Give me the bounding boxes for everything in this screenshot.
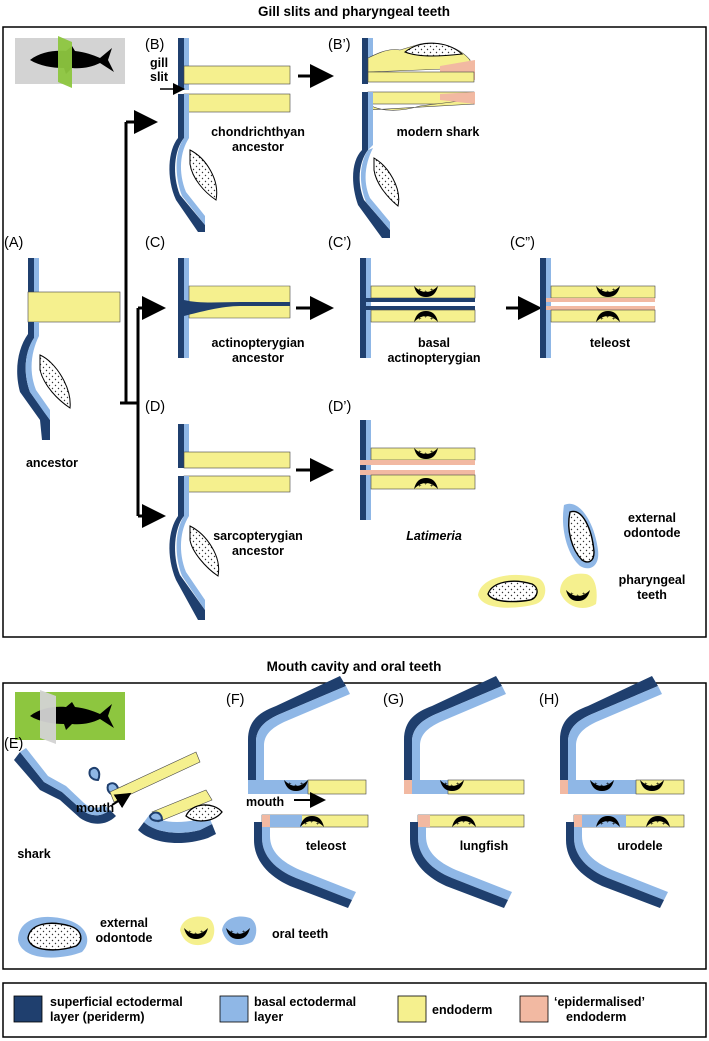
legend-label: basal ectodermal bbox=[254, 995, 356, 1009]
panel-caption: Latimeria bbox=[406, 529, 462, 543]
shark-silhouette-icon bbox=[15, 36, 125, 88]
section-frame-mouth bbox=[2, 682, 707, 970]
panel-b: (B) gill slit chondrichthyan ancestor bbox=[145, 37, 305, 232]
panel-a: (A) ancestor bbox=[4, 235, 121, 470]
panel-letter: (C) bbox=[145, 235, 165, 251]
legend-swatch-endoderm bbox=[397, 995, 427, 1023]
panel-caption: ancestor bbox=[232, 544, 284, 558]
key-label: external bbox=[628, 511, 676, 525]
panel-caption: ancestor bbox=[232, 351, 284, 365]
panel-c-double-prime: (C”) teleost bbox=[510, 235, 656, 358]
panel-d: (D) sarcopterygian ancestor bbox=[145, 399, 303, 620]
key-label: teeth bbox=[637, 588, 667, 602]
panel-caption: ancestor bbox=[26, 456, 78, 470]
panel-c-prime: (C’) basal actinopterygian bbox=[328, 235, 481, 365]
panel-c: (C) actinopterygian ancestor bbox=[145, 235, 305, 365]
legend-frame bbox=[2, 982, 707, 1038]
gill-slit-label: gill bbox=[150, 56, 168, 70]
panel-h: (H) urodele bbox=[539, 676, 685, 908]
panel-letter: (H) bbox=[539, 692, 559, 708]
panel-letter: (D) bbox=[145, 399, 165, 415]
panel-letter: (A) bbox=[4, 235, 23, 251]
key-label: pharyngeal bbox=[619, 573, 686, 587]
panel-caption: teleost bbox=[590, 336, 631, 350]
panel-caption: ancestor bbox=[232, 140, 284, 154]
panel-caption: basal bbox=[418, 336, 450, 350]
panel-caption: actinopterygian bbox=[211, 336, 304, 350]
section-title-mouth: Mouth cavity and oral teeth bbox=[267, 659, 442, 674]
mouth-label: mouth bbox=[246, 795, 284, 809]
legend-label: superficial ectodermal bbox=[50, 995, 183, 1009]
gill-slit-label: slit bbox=[150, 70, 169, 84]
key-oral-teeth: oral teeth bbox=[180, 916, 328, 946]
legend-swatch-periderm bbox=[13, 995, 43, 1023]
panel-caption: shark bbox=[17, 847, 50, 861]
key-label: oral teeth bbox=[272, 927, 328, 941]
shark-silhouette-icon bbox=[15, 690, 125, 744]
panel-letter: (E) bbox=[4, 736, 23, 752]
section-frame-gill bbox=[2, 26, 707, 638]
panel-d-prime: (D’) Latimeria bbox=[328, 399, 476, 543]
panel-caption: modern shark bbox=[397, 125, 480, 139]
panel-letter: (G) bbox=[383, 692, 404, 708]
branch-connector bbox=[120, 110, 166, 528]
key-external-odontode-2: external odontode bbox=[18, 916, 153, 958]
key-label: odontode bbox=[96, 931, 153, 945]
legend-swatch-basal bbox=[219, 995, 249, 1023]
panel-letter: (B) bbox=[145, 37, 164, 53]
panel-g: (G) lungfish bbox=[383, 676, 525, 908]
panel-caption: actinopterygian bbox=[387, 351, 480, 365]
legend: superficial ectodermal layer (periderm) … bbox=[2, 982, 707, 1038]
panel-caption: teleost bbox=[306, 839, 347, 853]
section-title-gill: Gill slits and pharyngeal teeth bbox=[258, 4, 450, 19]
mouth-label: mouth bbox=[76, 801, 114, 815]
panel-f: (F) mouth teleost bbox=[226, 676, 369, 908]
panel-e: (E) mouth shark bbox=[4, 736, 223, 861]
key-pharyngeal-teeth: pharyngeal teeth bbox=[478, 573, 685, 608]
panel-letter: (F) bbox=[226, 692, 245, 708]
panel-letter: (D’) bbox=[328, 399, 351, 415]
legend-label: ‘epidermalised’ bbox=[554, 995, 645, 1009]
legend-swatch-epidermalised bbox=[519, 995, 549, 1023]
key-label: odontode bbox=[624, 526, 681, 540]
panel-caption: lungfish bbox=[460, 839, 509, 853]
panel-caption: chondrichthyan bbox=[211, 125, 305, 139]
panel-caption: urodele bbox=[617, 839, 662, 853]
legend-label: layer (periderm) bbox=[50, 1010, 144, 1024]
key-label: external bbox=[100, 916, 148, 930]
legend-label: endoderm bbox=[432, 1003, 492, 1017]
legend-label: layer bbox=[254, 1010, 283, 1024]
panel-caption: sarcopterygian bbox=[213, 529, 303, 543]
panel-b-prime: (B’) modern shark bbox=[328, 37, 479, 238]
key-external-odontode: external odontode bbox=[562, 503, 681, 569]
panel-letter: (C”) bbox=[510, 235, 535, 251]
legend-label: endoderm bbox=[566, 1010, 626, 1024]
panel-letter: (C’) bbox=[328, 235, 351, 251]
panel-letter: (B’) bbox=[328, 37, 351, 53]
